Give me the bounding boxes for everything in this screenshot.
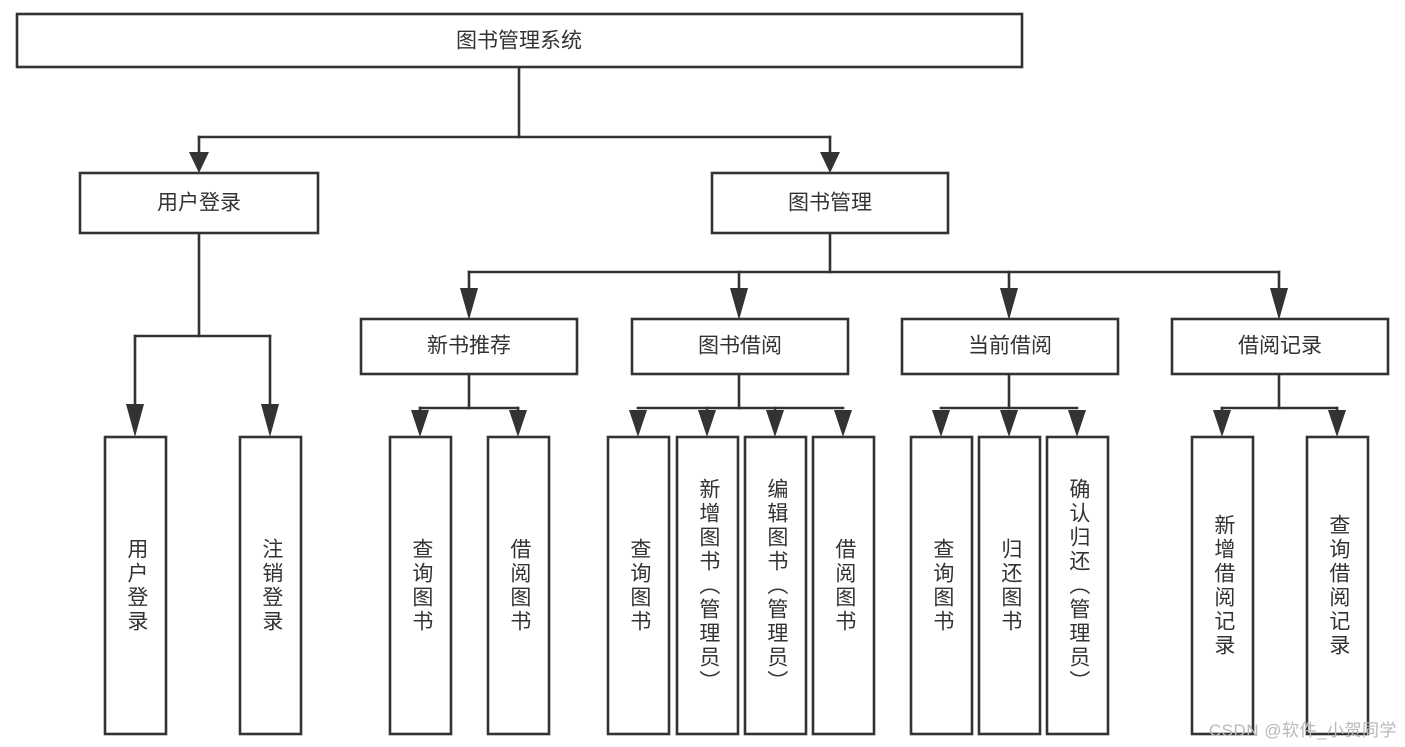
arrow-head-icon <box>834 410 852 437</box>
node-user-login-label: 用户登录 <box>157 192 241 215</box>
connector-group-borrow-record <box>1213 371 1346 437</box>
node-current-borrow-box[interactable] <box>900 317 1120 376</box>
node-new-book-recommend[interactable]: 新书推荐 <box>359 317 579 376</box>
arrow-head-icon <box>1328 410 1346 437</box>
node-book-manage-box[interactable] <box>710 171 950 235</box>
node-user-login-box[interactable] <box>78 171 320 235</box>
arrow-head-icon <box>460 288 478 320</box>
leaf-borrow-book-1-box[interactable] <box>486 435 551 736</box>
node-current-borrow[interactable]: 当前借阅 <box>900 317 1120 376</box>
leaf-query-borrow-record-box[interactable] <box>1305 435 1370 736</box>
node-user-login[interactable]: 用户登录 <box>78 171 320 235</box>
leaf-query-book-3-box[interactable] <box>909 435 974 736</box>
leaf-return-book-box[interactable] <box>977 435 1042 736</box>
leaf-query-book-1-box[interactable] <box>388 435 453 736</box>
node-root-box[interactable] <box>15 12 1024 69</box>
node-book-borrow-box[interactable] <box>630 317 850 376</box>
leaf-add-borrow-record-box[interactable] <box>1190 435 1255 736</box>
leaf-confirm-return-box[interactable] <box>1045 435 1110 736</box>
arrow-head-icon <box>932 410 950 437</box>
arrow-head-icon <box>698 410 716 437</box>
node-borrow-record-box[interactable] <box>1170 317 1390 376</box>
arrow-head-icon <box>1068 410 1086 437</box>
connector-group-root <box>189 65 840 173</box>
leaf-edit-book-box[interactable] <box>743 435 808 736</box>
node-book-manage-label: 图书管理 <box>788 192 872 215</box>
leaf-add-book-box[interactable] <box>675 435 740 736</box>
arrow-head-icon <box>1213 410 1231 437</box>
node-book-manage[interactable]: 图书管理 <box>710 171 950 235</box>
connector-group-book-borrow <box>629 371 852 437</box>
connector-group-book-manage <box>460 232 1288 320</box>
leaf-borrow-book-2-box[interactable] <box>811 435 876 736</box>
node-new-book-recommend-box[interactable] <box>359 317 579 376</box>
arrow-head-icon <box>1270 288 1288 320</box>
leaf-boxes-group <box>103 435 1370 736</box>
connector-group-new-book-recommend <box>411 371 527 437</box>
arrow-head-icon <box>411 410 429 437</box>
leaf-logout-login-box[interactable] <box>238 435 303 736</box>
arrow-head-icon <box>509 410 527 437</box>
arrow-head-icon <box>820 152 840 173</box>
arrow-head-icon <box>1000 288 1018 320</box>
node-book-borrow[interactable]: 图书借阅 <box>630 317 850 376</box>
watermark-text: CSDN @软件_小贺同学 <box>1208 721 1397 740</box>
node-book-borrow-label: 图书借阅 <box>698 335 782 358</box>
connector-group-current-borrow <box>932 371 1086 437</box>
leaf-query-book-2-box[interactable] <box>606 435 671 736</box>
node-borrow-record[interactable]: 借阅记录 <box>1170 317 1390 376</box>
arrow-head-icon <box>766 410 784 437</box>
arrow-head-icon <box>261 404 279 437</box>
arrow-head-icon <box>730 288 748 320</box>
node-borrow-record-label: 借阅记录 <box>1238 335 1322 358</box>
node-root-label: 图书管理系统 <box>456 30 582 53</box>
leaf-user-login-box[interactable] <box>103 435 168 736</box>
node-current-borrow-label: 当前借阅 <box>968 335 1052 358</box>
arrow-head-icon <box>1000 410 1018 437</box>
node-new-book-recommend-label: 新书推荐 <box>427 335 511 358</box>
node-root[interactable]: 图书管理系统 <box>15 12 1024 69</box>
arrow-head-icon <box>629 410 647 437</box>
arrow-head-icon <box>126 404 144 437</box>
connector-group-user-login <box>126 232 279 437</box>
arrow-head-icon <box>189 152 209 173</box>
